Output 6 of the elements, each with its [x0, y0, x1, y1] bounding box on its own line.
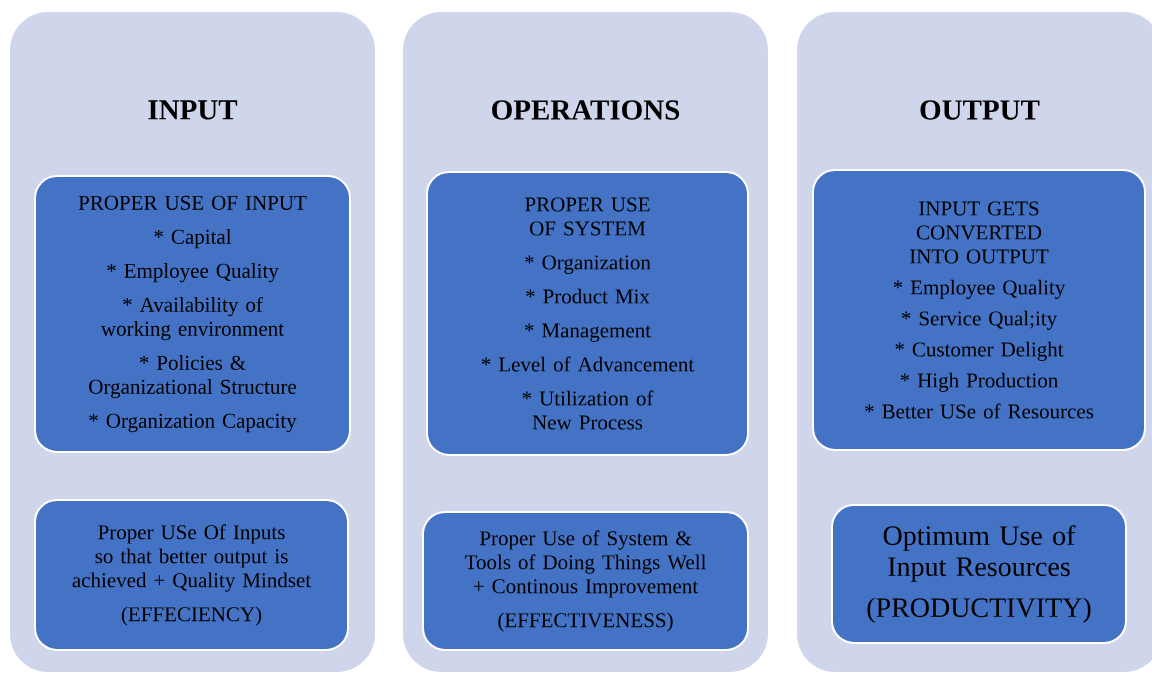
content-box: Proper Use of System & Tools of Doing Things Well + Continous Improvement (EFFECTIVENESS)	[422, 511, 749, 651]
content-box: PROPER USE OF INPUT * Capital * Employee Quality * Availability of working environment * Policies & Organizational Structure * Organization Capacity	[34, 175, 351, 453]
content-box: Proper USe Of Inputs so that better output is achieved + Quality Mindset (EFFECIENCY)	[34, 499, 349, 651]
content-box: Optimum Use of Input Resources (PRODUCTIVITY)	[831, 504, 1127, 644]
content-box: PROPER USE OF SYSTEM * Organization * Product Mix * Management * Level of Advancement * Utilization of New Process	[426, 171, 749, 456]
content-box: INPUT GETS CONVERTED INTO OUTPUT * Employee Quality * Service Qual;ity * Customer Delight * High Production * Better USe of Resources	[812, 169, 1146, 451]
